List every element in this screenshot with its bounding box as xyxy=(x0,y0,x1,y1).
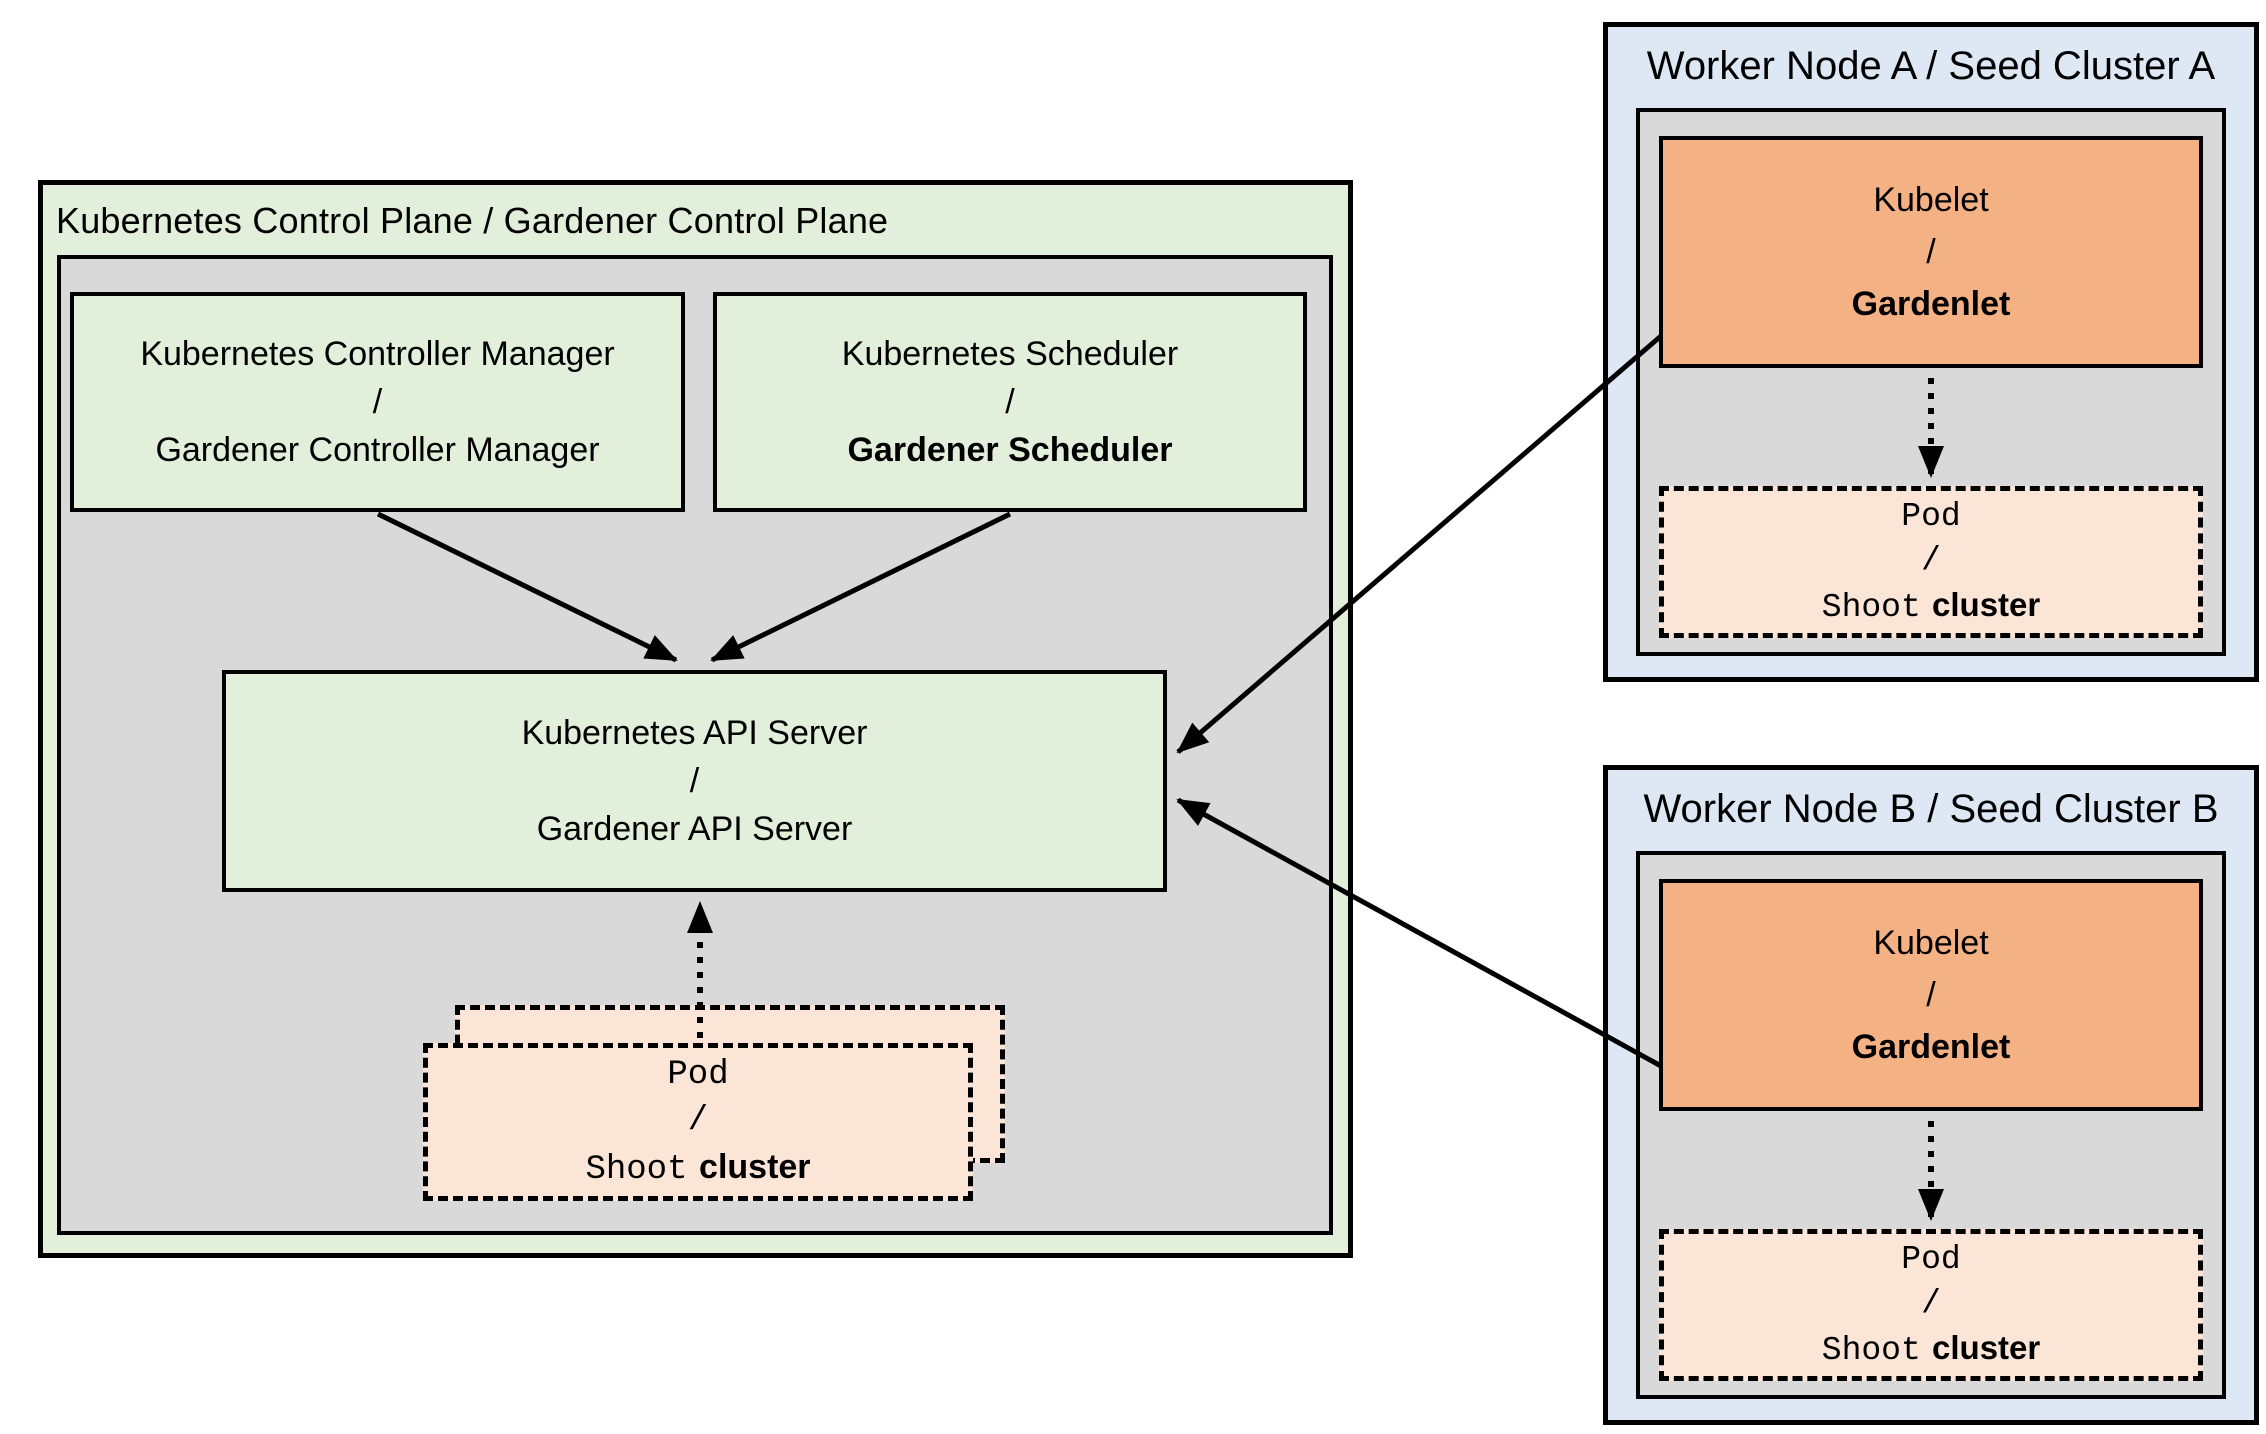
pod-stack-front-box: Pod / Shoot cluster xyxy=(423,1043,973,1201)
cluster-text: cluster xyxy=(1932,1328,2041,1366)
label-separator: / xyxy=(1926,233,1936,271)
pod-label-b: Pod / Shoot cluster xyxy=(1664,1234,2198,1376)
pod-box-a: Pod / Shoot cluster xyxy=(1659,486,2203,638)
label-line: Kubernetes Controller Manager xyxy=(140,335,615,373)
worker-node-a-title-text: Worker Node A / Seed Cluster A xyxy=(1646,43,2216,88)
label-line: Shoot cluster xyxy=(1822,583,2040,630)
controller-manager-label: Kubernetes Controller Manager / Gardener… xyxy=(74,296,681,508)
label-line: Kubelet xyxy=(1873,181,1989,219)
label-line: Kubelet xyxy=(1873,924,1989,962)
label-line: Gardenlet xyxy=(1851,1028,2011,1066)
label-separator: / xyxy=(1926,976,1936,1014)
label-line: Gardener Scheduler xyxy=(847,431,1173,469)
kubelet-label-b: Kubelet / Gardenlet xyxy=(1663,883,2199,1107)
worker-node-b-title: Worker Node B / Seed Cluster B xyxy=(1603,777,2259,841)
label-line: Shoot cluster xyxy=(1822,1326,2040,1373)
label-separator: / xyxy=(687,1101,709,1140)
label-separator: / xyxy=(689,762,700,800)
shoot-code-text: Shoot xyxy=(1821,588,1921,626)
worker-node-b-title-text: Worker Node B / Seed Cluster B xyxy=(1643,786,2219,831)
shoot-code-text: Shoot xyxy=(585,1150,688,1189)
label-line: Gardener Controller Manager xyxy=(155,431,600,469)
label-separator: / xyxy=(372,383,383,421)
label-line: Pod xyxy=(1901,497,1961,535)
label-separator: / xyxy=(1005,383,1015,421)
label-line: Pod xyxy=(1901,1240,1961,1278)
pod-label-a: Pod / Shoot cluster xyxy=(1664,491,2198,633)
label-line: Pod xyxy=(667,1055,729,1094)
label-separator: / xyxy=(1921,1284,1941,1322)
kubelet-box-a: Kubelet / Gardenlet xyxy=(1659,136,2203,368)
cluster-text: cluster xyxy=(699,1147,811,1186)
scheduler-label: Kubernetes Scheduler / Gardener Schedule… xyxy=(717,296,1303,508)
control-plane-title: Kubernetes Control Plane / Gardener Cont… xyxy=(56,190,888,252)
shoot-code-text: Shoot xyxy=(1821,1331,1921,1369)
control-plane-title-text: Kubernetes Control Plane / Gardener Cont… xyxy=(56,200,889,241)
label-separator: / xyxy=(1921,541,1941,579)
cluster-text: cluster xyxy=(1932,585,2041,623)
label-line: Gardener API Server xyxy=(536,810,853,848)
worker-node-a-title: Worker Node A / Seed Cluster A xyxy=(1603,34,2259,98)
controller-manager-box: Kubernetes Controller Manager / Gardener… xyxy=(70,292,685,512)
kubelet-box-b: Kubelet / Gardenlet xyxy=(1659,879,2203,1111)
api-server-box: Kubernetes API Server / Gardener API Ser… xyxy=(222,670,1167,892)
label-line: Kubernetes API Server xyxy=(521,714,868,752)
kubelet-label-a: Kubelet / Gardenlet xyxy=(1663,140,2199,364)
api-server-label: Kubernetes API Server / Gardener API Ser… xyxy=(226,674,1163,888)
label-line: Gardenlet xyxy=(1851,285,2011,323)
label-line: Shoot cluster xyxy=(585,1144,810,1193)
label-line: Kubernetes Scheduler xyxy=(841,335,1179,373)
scheduler-box: Kubernetes Scheduler / Gardener Schedule… xyxy=(713,292,1307,512)
pod-stack-label: Pod / Shoot cluster xyxy=(428,1048,968,1196)
pod-box-b: Pod / Shoot cluster xyxy=(1659,1229,2203,1381)
